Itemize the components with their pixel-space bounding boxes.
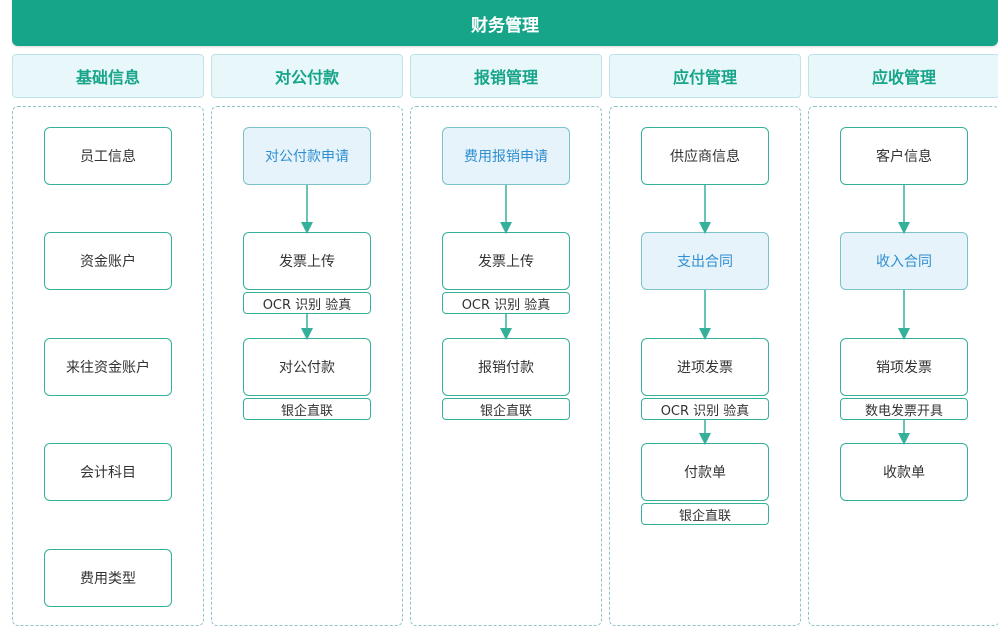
node-receipt-order[interactable]: 收款单: [840, 443, 968, 501]
node-output-invoice[interactable]: 销项发票: [840, 338, 968, 396]
node-invoice-upload[interactable]: 发票上传: [442, 232, 570, 290]
node-counterparty-account[interactable]: 来往资金账户: [44, 338, 172, 396]
node-corporate-payment-request[interactable]: 对公付款申请: [243, 127, 371, 185]
tag-digital-invoice-issue: 数电发票开具: [840, 398, 968, 420]
column-header-payables: 应付管理: [609, 54, 801, 98]
tag-bank-direct: 银企直联: [243, 398, 371, 420]
node-payment-order[interactable]: 付款单: [641, 443, 769, 501]
node-expenditure-contract[interactable]: 支出合同: [641, 232, 769, 290]
tag-ocr-verify: OCR 识别 验真: [442, 292, 570, 314]
node-corporate-payment[interactable]: 对公付款: [243, 338, 371, 396]
node-employee-info[interactable]: 员工信息: [44, 127, 172, 185]
node-income-contract[interactable]: 收入合同: [840, 232, 968, 290]
node-invoice-upload[interactable]: 发票上传: [243, 232, 371, 290]
column-header-reimbursement: 报销管理: [410, 54, 602, 98]
column-header-corporate-payment: 对公付款: [211, 54, 403, 98]
page-title: 财务管理: [12, 0, 998, 46]
node-expense-type[interactable]: 费用类型: [44, 549, 172, 607]
tag-bank-direct: 银企直联: [641, 503, 769, 525]
node-customer-info[interactable]: 客户信息: [840, 127, 968, 185]
column-header-basic-info: 基础信息: [12, 54, 204, 98]
tag-ocr-verify: OCR 识别 验真: [243, 292, 371, 314]
node-accounting-subject[interactable]: 会计科目: [44, 443, 172, 501]
node-reimbursement-payment[interactable]: 报销付款: [442, 338, 570, 396]
node-supplier-info[interactable]: 供应商信息: [641, 127, 769, 185]
tag-ocr-verify: OCR 识别 验真: [641, 398, 769, 420]
node-expense-reimbursement-request[interactable]: 费用报销申请: [442, 127, 570, 185]
tag-bank-direct: 银企直联: [442, 398, 570, 420]
node-fund-account[interactable]: 资金账户: [44, 232, 172, 290]
column-header-receivables: 应收管理: [808, 54, 998, 98]
